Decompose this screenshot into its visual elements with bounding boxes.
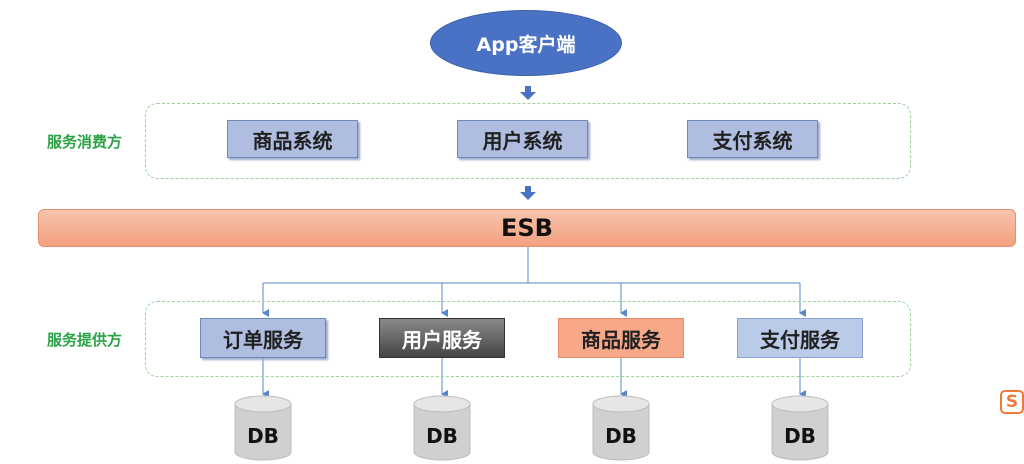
system-box-payment: 支付系统 <box>687 120 818 158</box>
db-label: DB <box>784 424 816 448</box>
consumer-group <box>145 103 911 179</box>
provider-group <box>145 301 911 377</box>
db-cylinder: DB <box>413 395 471 461</box>
service-box-order: 订单服务 <box>200 318 326 358</box>
arrow-consumers-to-esb <box>520 186 536 200</box>
esb-to-services-connector <box>262 247 806 317</box>
system-box-product: 商品系统 <box>227 120 358 158</box>
arrow-client-to-consumers <box>520 86 536 100</box>
db-cylinder: DB <box>592 395 650 461</box>
service-box-payment: 支付服务 <box>737 318 863 358</box>
esb-bar: ESB <box>38 209 1016 247</box>
consumer-group-label: 服务消费方 <box>47 133 123 151</box>
app-client-node: App客户端 <box>430 10 622 76</box>
db-label: DB <box>426 424 458 448</box>
service-box-product: 商品服务 <box>558 318 684 358</box>
db-label: DB <box>247 424 279 448</box>
db-label: DB <box>605 424 637 448</box>
db-cylinder: DB <box>234 395 292 461</box>
sogou-logo-icon[interactable]: S <box>1000 390 1024 414</box>
provider-group-label: 服务提供方 <box>47 331 123 349</box>
db-cylinder: DB <box>771 395 829 461</box>
service-box-user: 用户服务 <box>379 318 505 358</box>
system-box-user: 用户系统 <box>457 120 588 158</box>
